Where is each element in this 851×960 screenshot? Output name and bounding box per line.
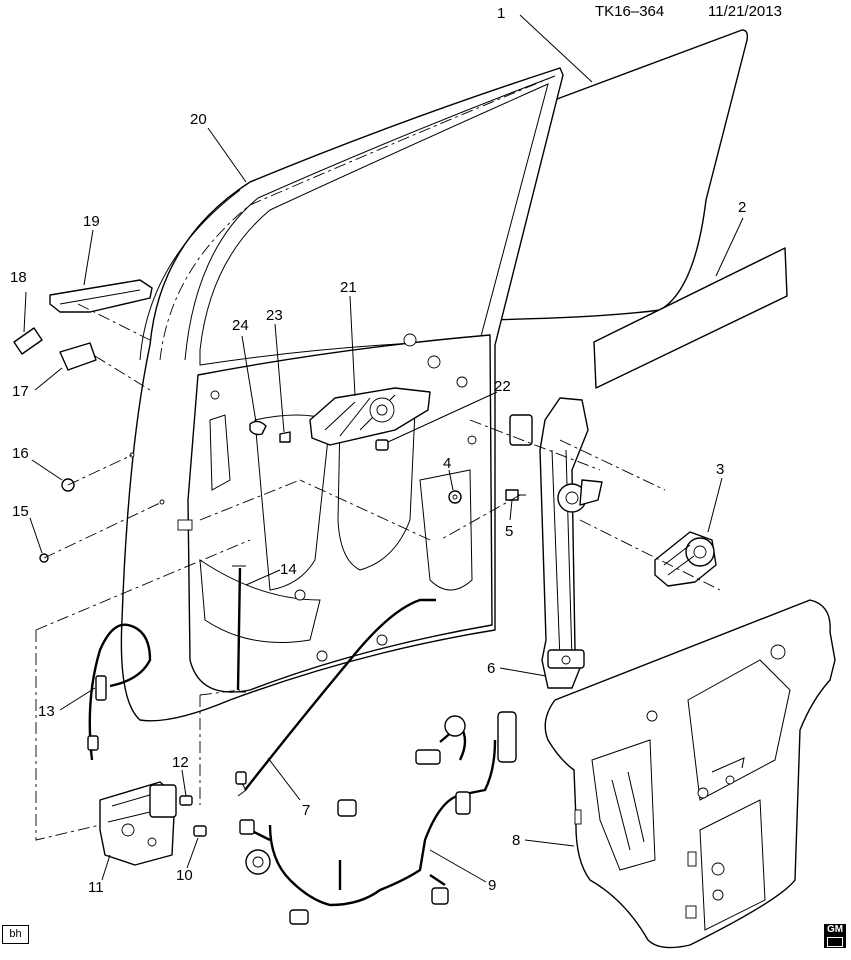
callout-22: 22 <box>494 378 511 395</box>
inside-handle-cable <box>87 623 152 761</box>
callout-21: 21 <box>340 279 357 296</box>
diagram-ref-code: TK16–364 <box>595 3 664 20</box>
bolt-fastener-5 <box>505 489 526 501</box>
window-regulator <box>509 397 603 689</box>
door-latch-bracket <box>309 387 431 446</box>
callout-12: 12 <box>172 754 189 771</box>
callout-3: 3 <box>716 461 724 478</box>
callout-13: 13 <box>38 703 55 720</box>
gm-logo: GM <box>824 924 846 948</box>
callout-4: 4 <box>443 455 451 472</box>
callout-17: 17 <box>12 383 29 400</box>
callout-9: 9 <box>488 877 496 894</box>
door-water-deflector-panel <box>544 599 836 949</box>
door-lock-cable <box>235 598 436 797</box>
outside-handle-bezel <box>59 342 97 371</box>
callout-14: 14 <box>280 561 297 578</box>
glass-weatherstrip-seal <box>593 247 788 389</box>
outside-handle-cap <box>13 327 43 355</box>
latch-bolt-10 <box>193 825 207 837</box>
bolt-fastener-23 <box>279 431 291 443</box>
callout-labels: 1 2 3 4 5 6 7 8 9 10 11 12 13 14 15 16 1… <box>10 5 746 896</box>
nut-fastener-4 <box>448 490 462 504</box>
bolt-fastener-22 <box>375 439 389 451</box>
callout-15: 15 <box>12 503 29 520</box>
callout-leader-lines <box>23 14 744 883</box>
latch-bolt-12 <box>179 795 193 806</box>
diagram-date: 11/21/2013 <box>708 3 782 20</box>
author-initials-box: bh <box>2 925 29 944</box>
callout-19: 19 <box>83 213 100 230</box>
gm-logo-text: GM <box>826 924 844 935</box>
window-regulator-motor <box>654 531 717 587</box>
callout-1: 1 <box>497 5 505 22</box>
gm-logo-mark <box>827 937 843 947</box>
callout-6: 6 <box>487 660 495 677</box>
retainer-clip-24 <box>249 420 267 436</box>
door-wiring-harness <box>239 711 517 925</box>
callout-10: 10 <box>176 867 193 884</box>
outside-door-handle <box>49 279 153 313</box>
callout-20: 20 <box>190 111 207 128</box>
door-latch-assembly <box>99 781 177 866</box>
callout-16: 16 <box>12 445 29 462</box>
callout-18: 18 <box>10 269 27 286</box>
callout-7: 7 <box>302 802 310 819</box>
door-lock-rod <box>232 565 246 693</box>
callout-2: 2 <box>738 199 746 216</box>
callout-24: 24 <box>232 317 249 334</box>
callout-5: 5 <box>505 523 513 540</box>
assembly-guide-lines <box>35 303 721 841</box>
callout-11: 11 <box>88 879 104 896</box>
callout-23: 23 <box>266 307 283 324</box>
callout-8: 8 <box>512 832 520 849</box>
